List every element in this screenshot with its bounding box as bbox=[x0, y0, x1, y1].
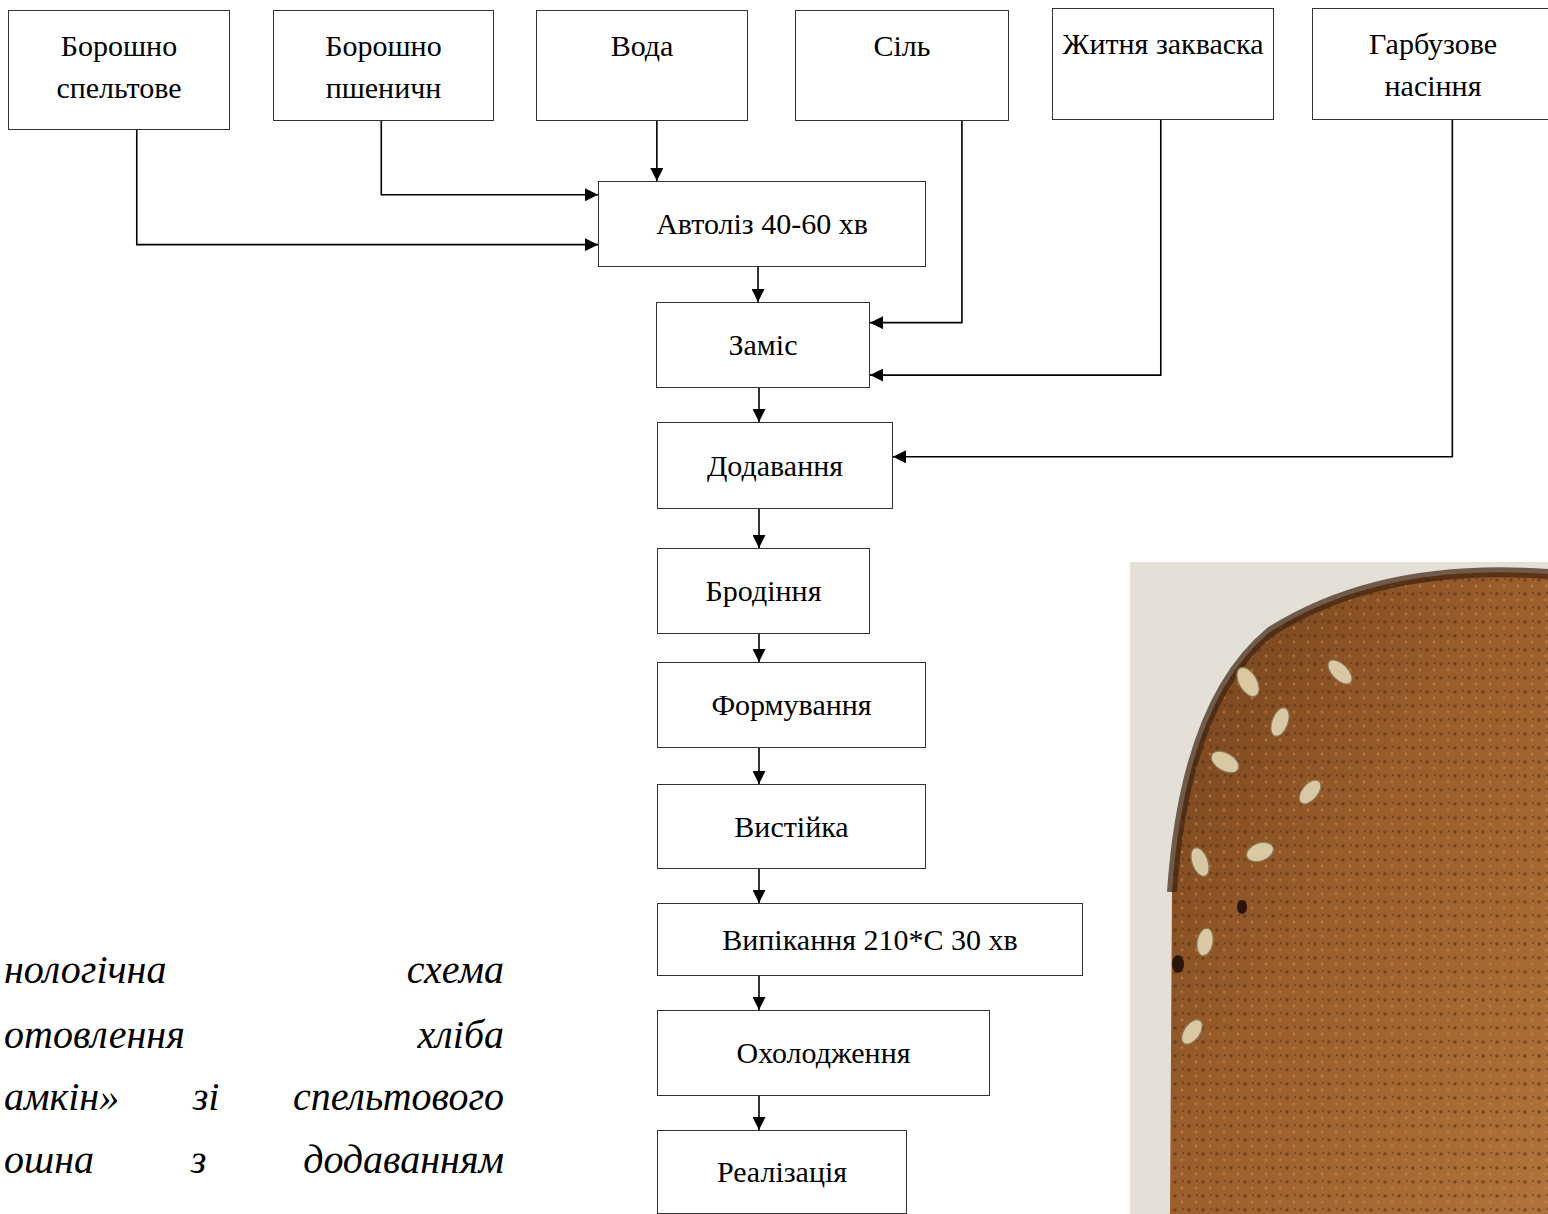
box-text: Охолодження bbox=[736, 1032, 910, 1074]
flow-arrow bbox=[893, 120, 1452, 457]
process-box: Бродіння bbox=[657, 548, 870, 634]
box-text: Автоліз 40-60 хв bbox=[656, 203, 868, 245]
box-text: Житня закваска bbox=[1063, 23, 1264, 65]
process-box: Вистійка bbox=[657, 784, 926, 869]
flow-arrow bbox=[758, 509, 760, 548]
process-box: Реалізація bbox=[657, 1130, 907, 1214]
process-box: Випікання 210*С 30 хв bbox=[657, 903, 1083, 976]
bread-texture bbox=[1170, 572, 1548, 1214]
box-text: Додавання bbox=[707, 445, 843, 487]
box-text: Гарбузове насіння bbox=[1321, 23, 1545, 107]
box-text: Реалізація bbox=[717, 1151, 847, 1193]
box-text: Вода bbox=[611, 25, 674, 67]
box-text: Випікання 210*С 30 хв bbox=[722, 919, 1017, 961]
process-box: Додавання bbox=[657, 422, 893, 509]
ingredient-box: Вода bbox=[536, 10, 748, 121]
flow-arrow bbox=[656, 121, 658, 181]
box-text: Сіль bbox=[874, 25, 931, 67]
bread-photo bbox=[1130, 562, 1548, 1214]
raisins bbox=[1172, 900, 1247, 973]
ingredient-box: Сіль bbox=[795, 10, 1009, 121]
flow-arrow bbox=[758, 1096, 760, 1130]
photo-background bbox=[1130, 562, 1548, 1214]
caption-line: нологічна схема bbox=[4, 946, 504, 994]
flow-arrow bbox=[757, 267, 759, 302]
box-text: Борошно спельтове bbox=[17, 25, 221, 109]
flow-arrow bbox=[758, 869, 760, 903]
box-text: Борошно пшеничн bbox=[282, 25, 485, 109]
caption-line: ошна з додаванням bbox=[4, 1136, 504, 1184]
ingredient-box: Борошно спельтове bbox=[8, 10, 230, 130]
ingredient-box: Борошно пшеничн bbox=[273, 10, 494, 121]
box-text: Вистійка bbox=[734, 806, 848, 848]
flow-arrow bbox=[758, 634, 760, 662]
flow-arrow bbox=[758, 976, 760, 1010]
flow-arrow bbox=[381, 121, 598, 195]
bread-crust bbox=[1172, 572, 1548, 892]
bread-loaf bbox=[1170, 572, 1548, 1214]
ingredient-box: Житня закваска bbox=[1052, 8, 1274, 120]
caption-line: амкін» зі спельтового bbox=[4, 1073, 504, 1121]
process-box: Охолодження bbox=[657, 1010, 990, 1096]
process-box: Автоліз 40-60 хв bbox=[598, 181, 926, 267]
flow-arrow bbox=[137, 130, 598, 245]
box-text: Бродіння bbox=[706, 570, 822, 612]
flow-arrow bbox=[758, 748, 760, 784]
process-box: Формування bbox=[657, 662, 926, 748]
pumpkin-seeds bbox=[1177, 656, 1356, 1048]
caption-line: отовлення хліба bbox=[4, 1011, 504, 1059]
box-text: Формування bbox=[711, 684, 871, 726]
process-box: Заміс bbox=[656, 302, 870, 388]
box-text: Заміс bbox=[729, 324, 798, 366]
ingredient-box: Гарбузове насіння bbox=[1312, 8, 1548, 120]
flow-arrow bbox=[758, 388, 760, 422]
